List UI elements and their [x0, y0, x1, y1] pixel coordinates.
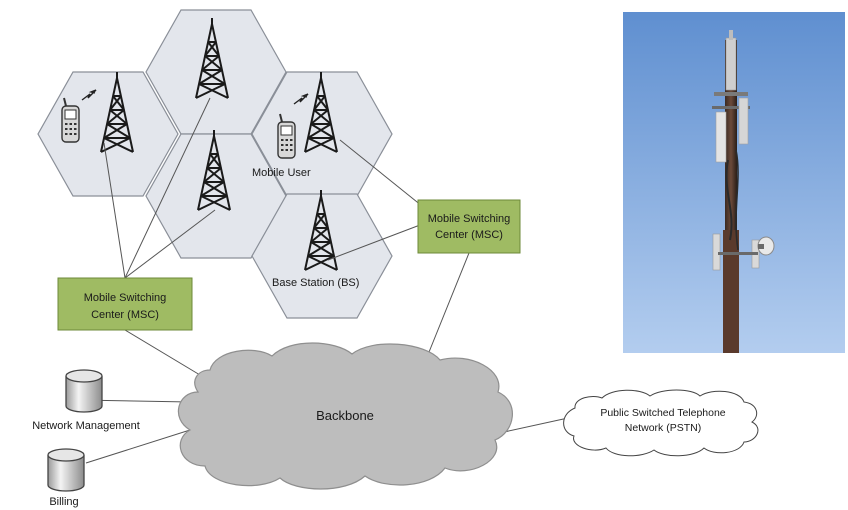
billing-label: Billing: [49, 496, 78, 508]
msc-right-line2: Center (MSC): [435, 229, 503, 241]
pstn-line2: Network (PSTN): [625, 422, 701, 434]
database-icon: [65, 369, 103, 413]
msc-left-line1: Mobile Switching: [84, 292, 167, 304]
backbone-cloud: Backbone: [177, 342, 513, 490]
msc-left-line2: Center (MSC): [91, 309, 159, 321]
database-icon: [47, 448, 85, 492]
msc-right-line1: Mobile Switching: [428, 213, 511, 225]
base-station-label: Base Station (BS): [272, 277, 359, 289]
connection-lines: [77, 97, 569, 464]
msc-right-box: Mobile Switching Center (MSC): [417, 199, 521, 254]
backbone-label: Backbone: [316, 408, 374, 423]
mobile-user-label: Mobile User: [252, 167, 311, 179]
pstn-cloud: Public Switched Telephone Network (PSTN): [563, 389, 759, 457]
cell-left: [37, 71, 179, 197]
pstn-line1: Public Switched Telephone: [600, 407, 725, 419]
antenna-mast-photo: [623, 12, 845, 353]
msc-left-box: Mobile Switching Center (MSC): [57, 277, 193, 331]
network-management-label: Network Management: [32, 420, 140, 432]
